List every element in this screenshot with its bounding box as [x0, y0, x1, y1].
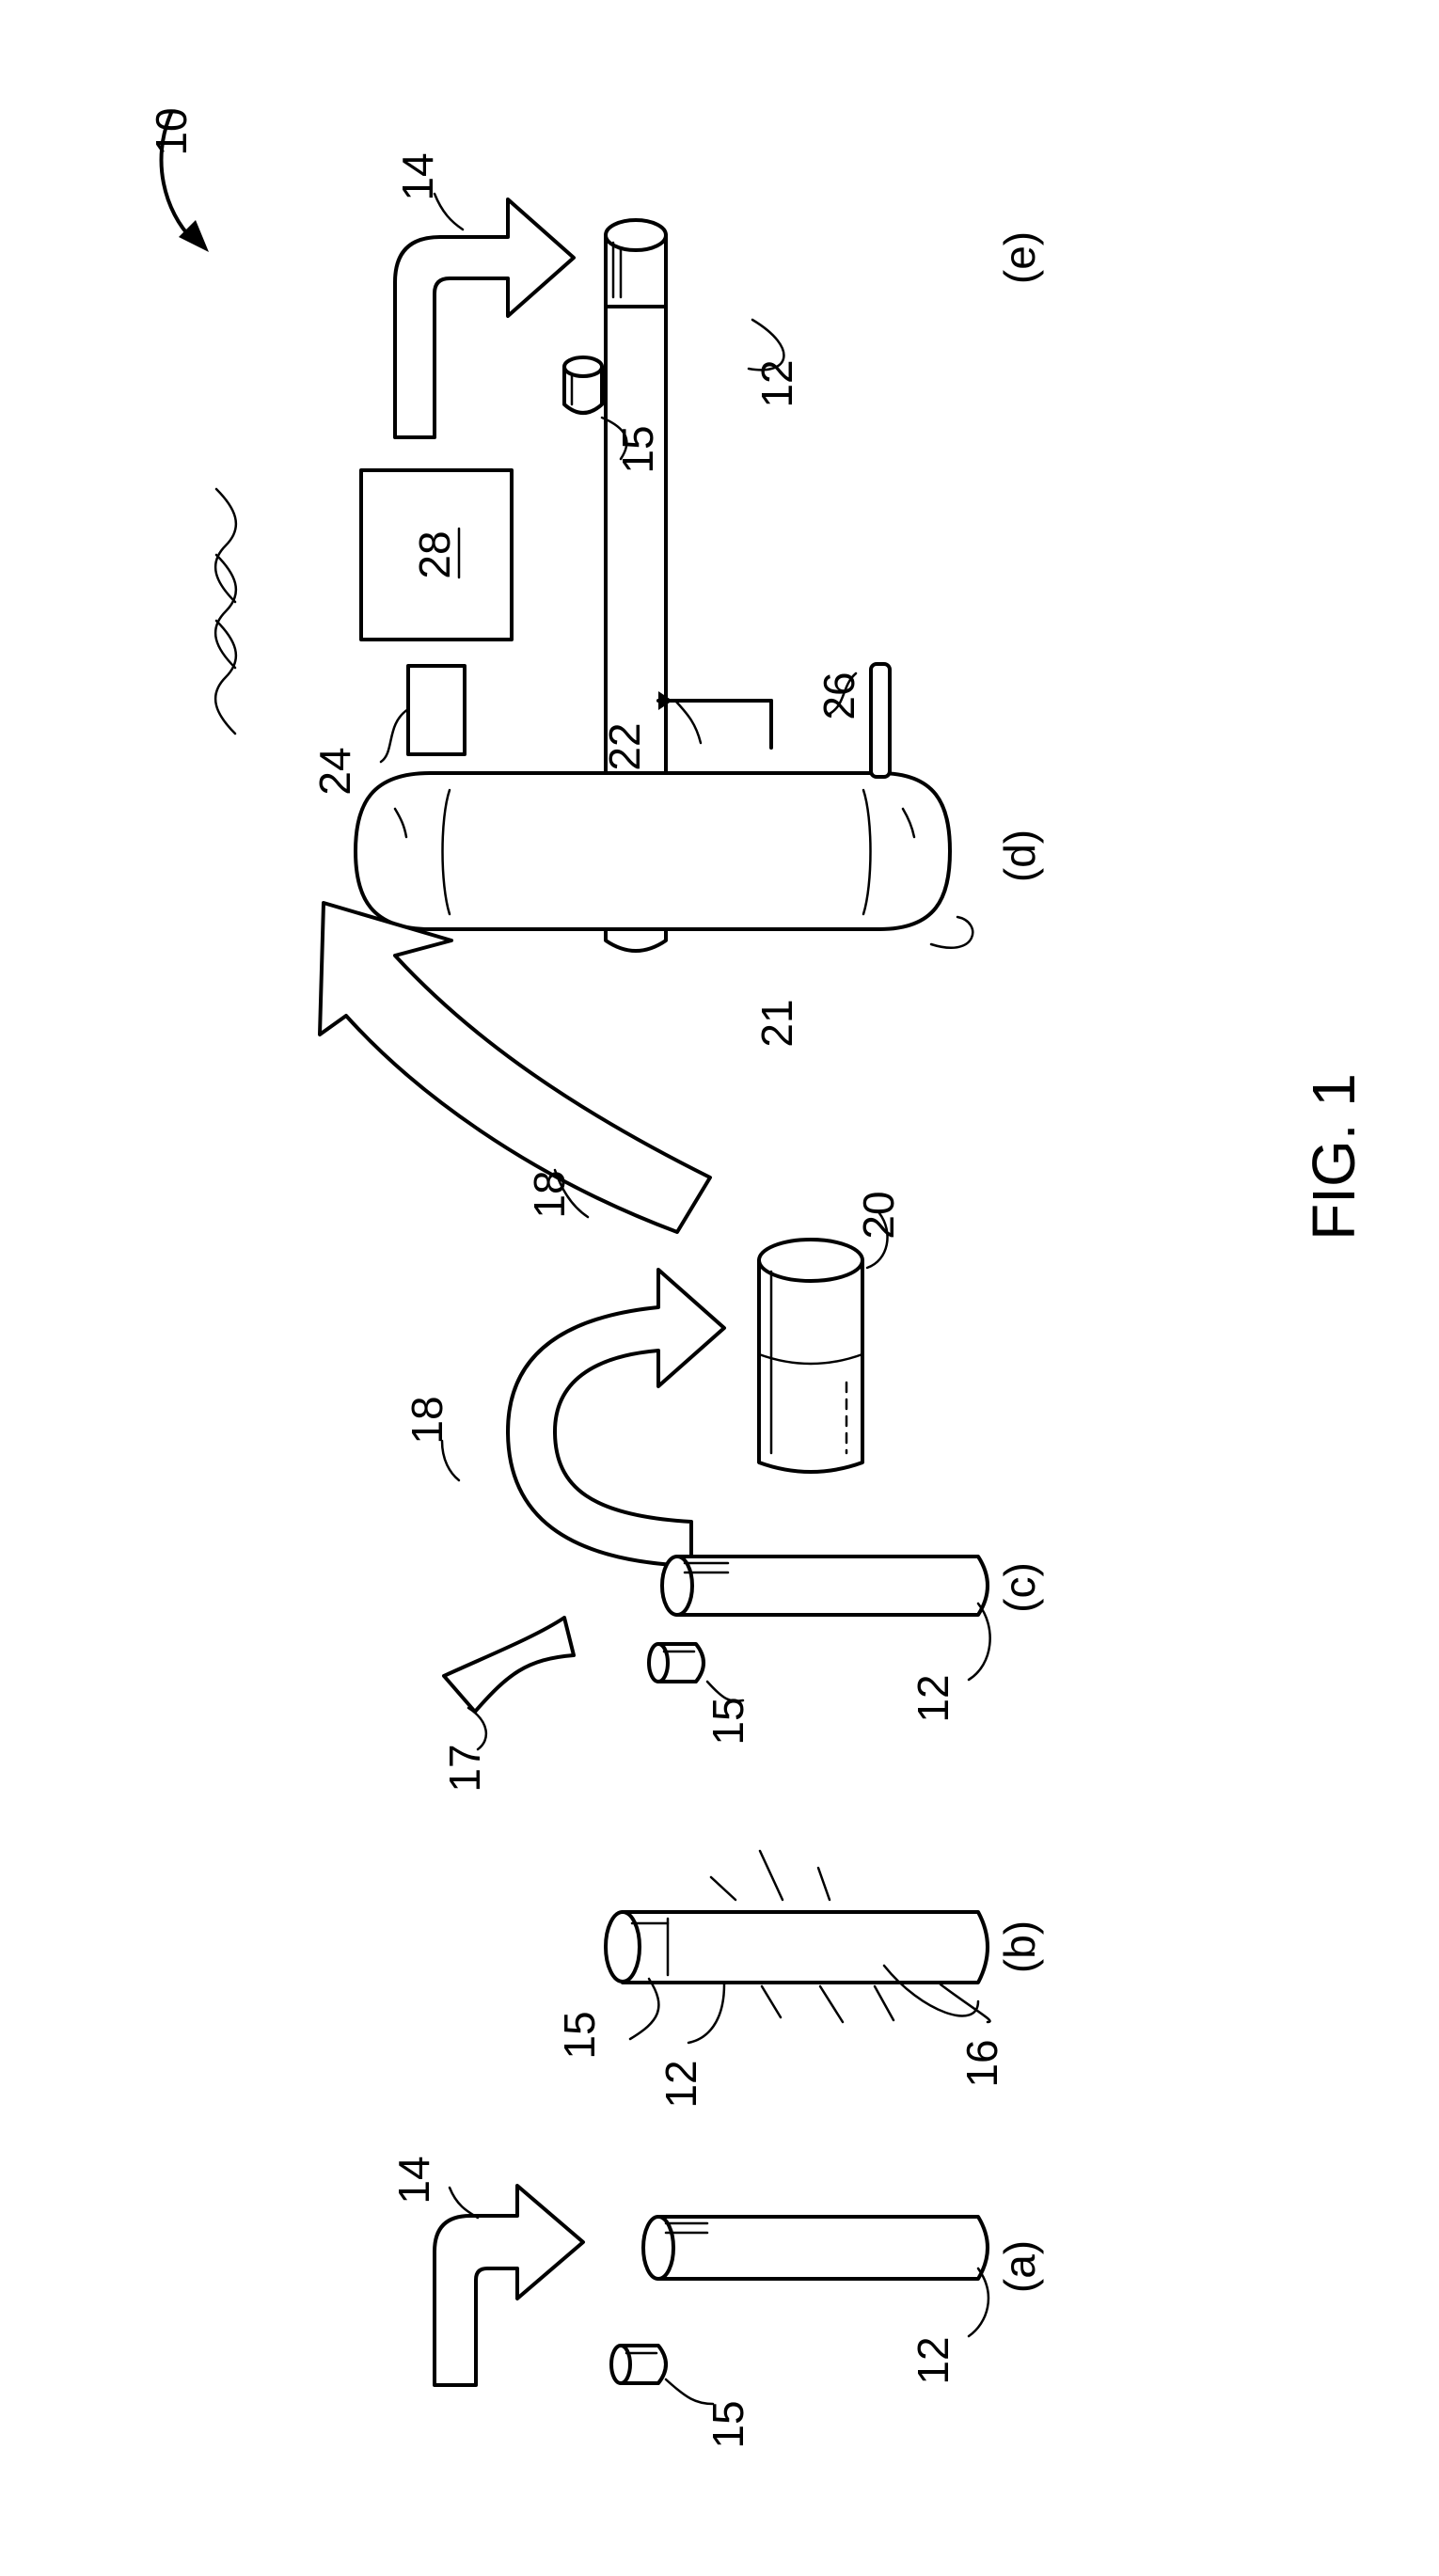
- figure-title: FIG. 1: [1300, 1073, 1368, 1241]
- u-arrow-18-c: [508, 1270, 724, 1566]
- ref-12-b: 12: [656, 2060, 705, 2108]
- cap-15-a: [611, 2346, 666, 2383]
- bent-arrow-14: [395, 199, 574, 437]
- ref-15-c: 15: [704, 1697, 752, 1745]
- ref-16: 16: [957, 2039, 1006, 2087]
- bent-arrow-14-a: [435, 2186, 583, 2385]
- ref-18-c: 18: [403, 1396, 451, 1444]
- panel-c: 20 18 17 12 15 (c): [403, 1191, 1044, 1792]
- ref-12-a: 12: [909, 2336, 957, 2384]
- label-b: (b): [995, 1920, 1044, 1973]
- box-24: [408, 666, 465, 754]
- arrow-17: [444, 1618, 574, 1712]
- tube-12-c: [662, 1557, 988, 1615]
- label-e: (e): [995, 231, 1044, 284]
- ref-14-a: 14: [389, 2156, 438, 2204]
- ref-20: 20: [854, 1191, 903, 1239]
- ref-14-e: 14: [393, 152, 442, 200]
- ref-18-d: 18: [525, 1170, 574, 1218]
- ref-15-b: 15: [555, 2011, 604, 2059]
- ref-15-a: 15: [704, 2400, 752, 2448]
- vessel-21: [356, 773, 950, 929]
- ref-12-c: 12: [909, 1674, 957, 1722]
- ref-22: 22: [600, 722, 649, 770]
- container-20: [759, 1240, 862, 1472]
- rod-26: [871, 664, 890, 777]
- label-c: (c): [995, 1562, 1044, 1613]
- panel-b: 16 15 12 (b): [555, 1851, 1044, 2109]
- tube-12-a: [643, 2217, 988, 2279]
- panel-a: 14 12 15 (a): [389, 2156, 1044, 2448]
- ref-24: 24: [310, 747, 359, 795]
- ref-17: 17: [440, 1744, 489, 1792]
- heat-waves: [215, 489, 236, 734]
- ref-15-e: 15: [613, 425, 662, 473]
- ref-28: 28: [410, 530, 459, 578]
- cap-15-c: [649, 1644, 704, 1682]
- curved-arrow-18-d: [320, 903, 710, 1232]
- tube-12-b: [606, 1912, 988, 1983]
- cap-15-e: [564, 357, 602, 413]
- ref-12-e: 12: [752, 359, 801, 407]
- label-a: (a): [995, 2240, 1044, 2293]
- label-d: (d): [995, 830, 1044, 882]
- ref-10: 10: [147, 107, 196, 155]
- ref-26: 26: [814, 672, 863, 719]
- ref-21: 21: [752, 999, 801, 1047]
